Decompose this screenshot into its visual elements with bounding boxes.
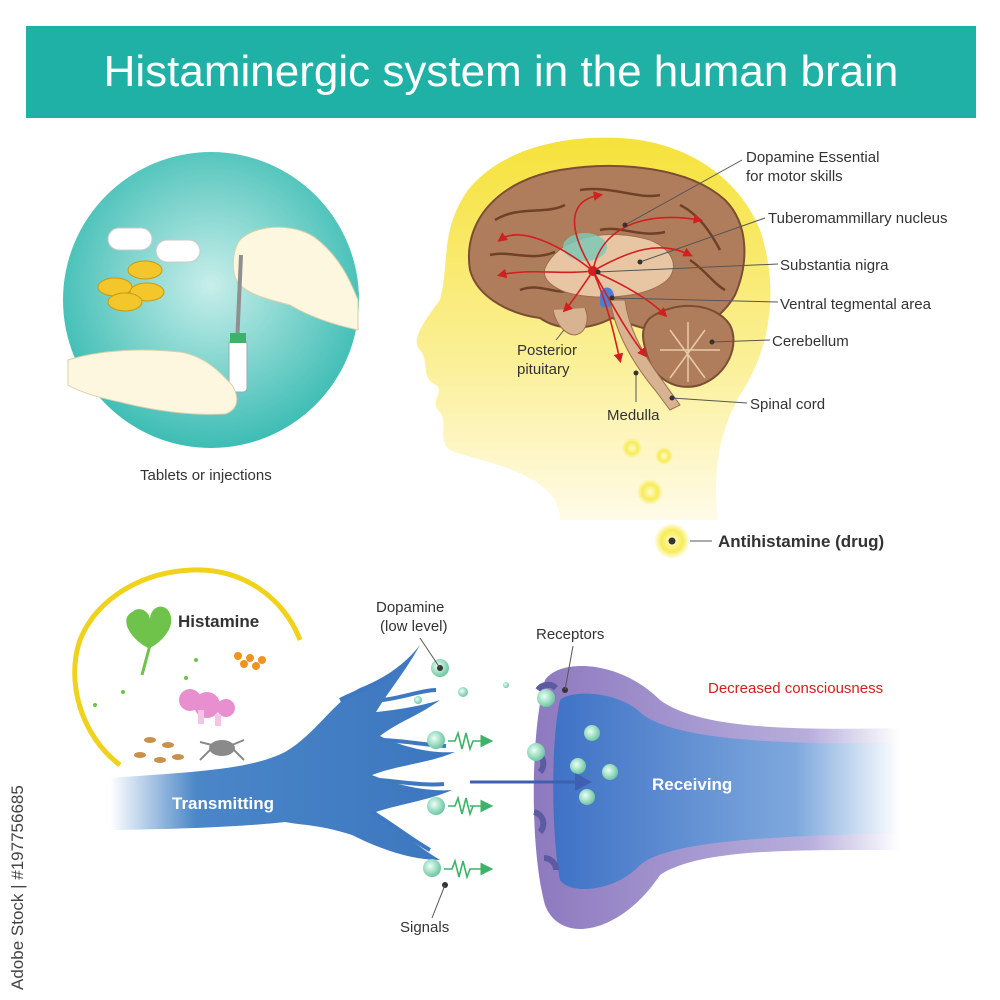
label-receiving: Receiving <box>652 775 733 794</box>
title-banner: Histaminergic system in the human brain <box>26 26 976 118</box>
label-posterior: Posterior <box>517 342 578 359</box>
transmitting-neuron <box>110 645 455 860</box>
label-motor-skills: for motor skills <box>746 168 843 185</box>
histamine-sources-illustration <box>72 567 303 785</box>
label-cerebellum: Cerebellum <box>772 333 849 350</box>
label-transmitting: Transmitting <box>172 794 275 813</box>
label-spinal-cord: Spinal cord <box>750 396 826 413</box>
hand-holding-vial <box>67 349 238 415</box>
label-signals: Signals <box>400 919 450 936</box>
label-dopamine-essential: Dopamine Essential <box>746 149 880 166</box>
axon <box>110 645 455 860</box>
label-histamine: Histamine <box>178 612 260 631</box>
tuberomammillary-area <box>563 233 607 261</box>
antihistamine-dots <box>622 438 690 559</box>
tablets-caption: Tablets or injections <box>140 467 272 484</box>
tablets-injections-illustration <box>63 152 359 448</box>
label-ventral-tegmental: Ventral tegmental area <box>780 296 931 313</box>
signal-arrows <box>444 730 494 880</box>
capsule-tablet <box>107 227 153 251</box>
dust-mite-icon <box>209 740 235 756</box>
capsule-tablet <box>155 239 201 263</box>
receptor <box>533 809 547 835</box>
receiving-neuron <box>470 666 900 929</box>
brain-illustration <box>467 164 746 411</box>
pituitary <box>552 307 588 336</box>
label-dopamine: Dopamine <box>376 599 445 616</box>
histamine-arc <box>72 567 303 767</box>
label-pituitary: pituitary <box>517 361 570 378</box>
label-tuberomammillary: Tuberomammillary nucleus <box>768 210 948 227</box>
stock-watermark: Adobe Stock | #197756685 <box>8 785 27 990</box>
receptor <box>535 681 559 692</box>
pill-tablet <box>107 292 143 312</box>
syringe <box>235 254 243 346</box>
clover-icon <box>126 606 172 648</box>
label-dopamine-low: (low level) <box>380 618 448 635</box>
receiving-interior <box>553 693 900 889</box>
label-antihistamine: Antihistamine (drug) <box>718 532 885 551</box>
page-title: Histaminergic system in the human brain <box>103 47 899 96</box>
pill-tablet <box>127 260 163 280</box>
label-decreased-consciousness: Decreased consciousness <box>708 680 884 697</box>
receptor <box>543 855 559 871</box>
label-substantia-nigra: Substantia nigra <box>780 257 889 274</box>
label-medulla: Medulla <box>607 407 660 424</box>
brain-leader-lines <box>555 159 779 542</box>
label-receptors: Receptors <box>536 626 605 643</box>
